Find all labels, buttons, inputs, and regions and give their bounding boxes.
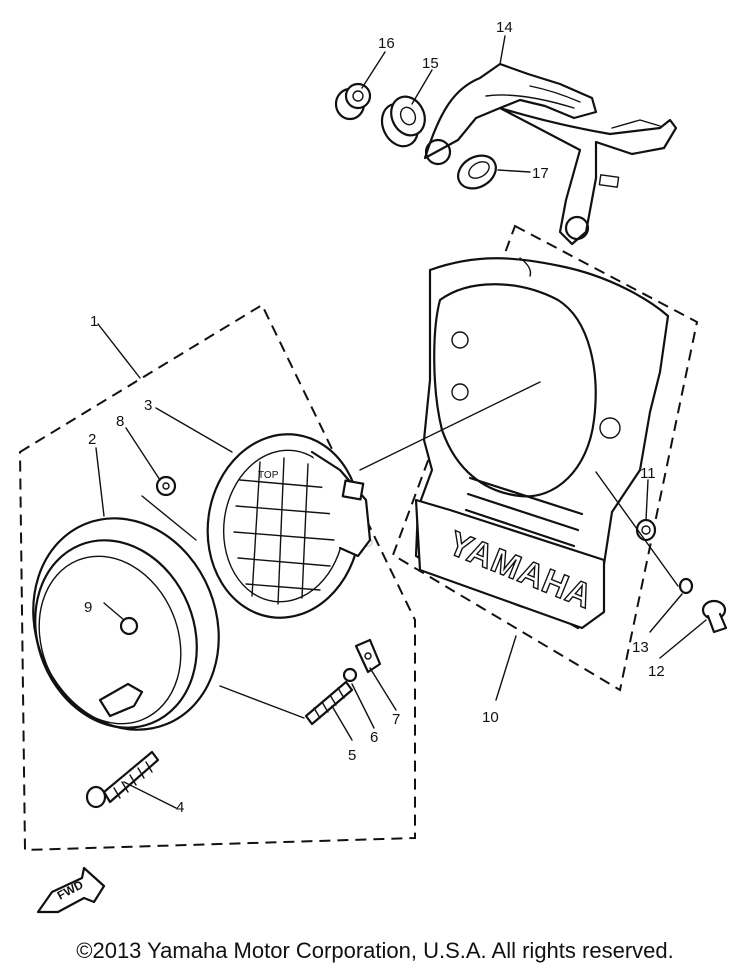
callout-11: 11 <box>640 465 656 482</box>
callout-13: 13 <box>632 639 649 656</box>
callout-9: 9 <box>84 599 92 616</box>
fwd-arrow-icon: FWD <box>36 866 106 914</box>
nut-part <box>119 616 139 636</box>
bolt-part <box>701 599 728 634</box>
sealed-beam-part: TOP <box>206 433 372 619</box>
callout-2: 2 <box>88 431 96 448</box>
callout-7: 7 <box>392 711 400 728</box>
collar-part <box>334 82 372 121</box>
damper-part <box>635 518 657 542</box>
screw-part-4 <box>85 750 160 809</box>
adjusting-screw-part <box>304 680 354 726</box>
lens-lettering: TOP <box>258 470 279 481</box>
collar-part-13 <box>678 577 694 595</box>
callout-1: 1 <box>90 313 98 330</box>
spring-washer-part <box>342 667 358 683</box>
assembly-outline-headlight <box>18 303 416 852</box>
callout-14: 14 <box>496 19 513 36</box>
washer-part <box>457 154 497 190</box>
callout-8: 8 <box>116 413 124 430</box>
callout-17: 17 <box>532 165 549 182</box>
callout-5: 5 <box>348 747 356 764</box>
screw-part-8 <box>155 475 177 497</box>
clip-nut-part <box>354 638 382 674</box>
callout-15: 15 <box>422 55 439 72</box>
callout-4: 4 <box>176 799 184 816</box>
callout-10: 10 <box>482 709 499 726</box>
bracket-part <box>423 62 678 246</box>
leader-lines <box>95 35 707 809</box>
callout-labels: 1 2 3 4 5 6 7 8 9 10 11 12 13 14 15 16 1… <box>84 19 665 816</box>
headlight-cowl-part: YAMAHA <box>414 257 670 630</box>
callout-12: 12 <box>648 663 665 680</box>
callout-6: 6 <box>370 729 378 746</box>
callout-3: 3 <box>144 397 152 414</box>
copyright-notice: ©2013 Yamaha Motor Corporation, U.S.A. A… <box>76 938 674 963</box>
grommet-part <box>380 95 426 148</box>
callout-16: 16 <box>378 35 395 52</box>
